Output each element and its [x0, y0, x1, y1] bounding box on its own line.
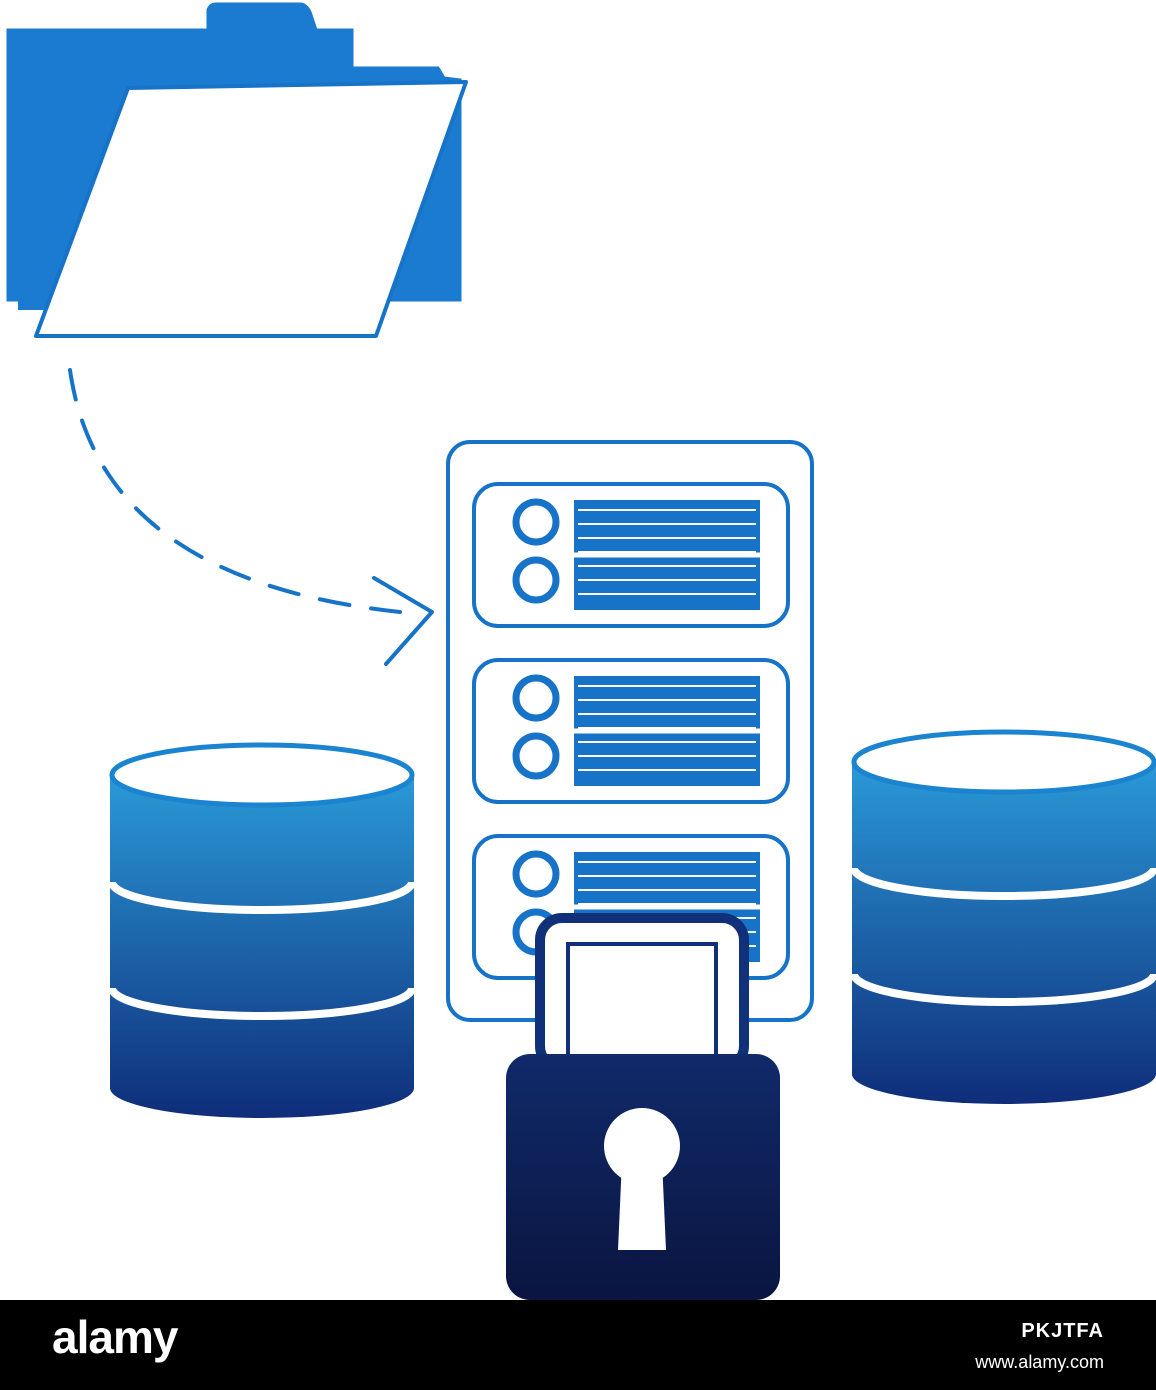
database-right-icon	[850, 729, 1156, 1104]
padlock-icon	[506, 913, 780, 1300]
brand-logo: alamy	[52, 1311, 178, 1363]
site-url: www.alamy.com	[975, 1352, 1104, 1372]
dashed-arrow-icon	[68, 368, 434, 666]
folder-icon	[6, 2, 468, 338]
server-rack-icon	[446, 440, 814, 1022]
database-left-icon	[108, 742, 416, 1118]
footer-bar: alamy PKJTFA www.alamy.com	[0, 1300, 1156, 1390]
server-unit	[472, 658, 790, 804]
illustration	[6, 2, 1156, 1300]
server-unit	[472, 482, 790, 628]
image-id: PKJTFA	[1021, 1320, 1104, 1342]
